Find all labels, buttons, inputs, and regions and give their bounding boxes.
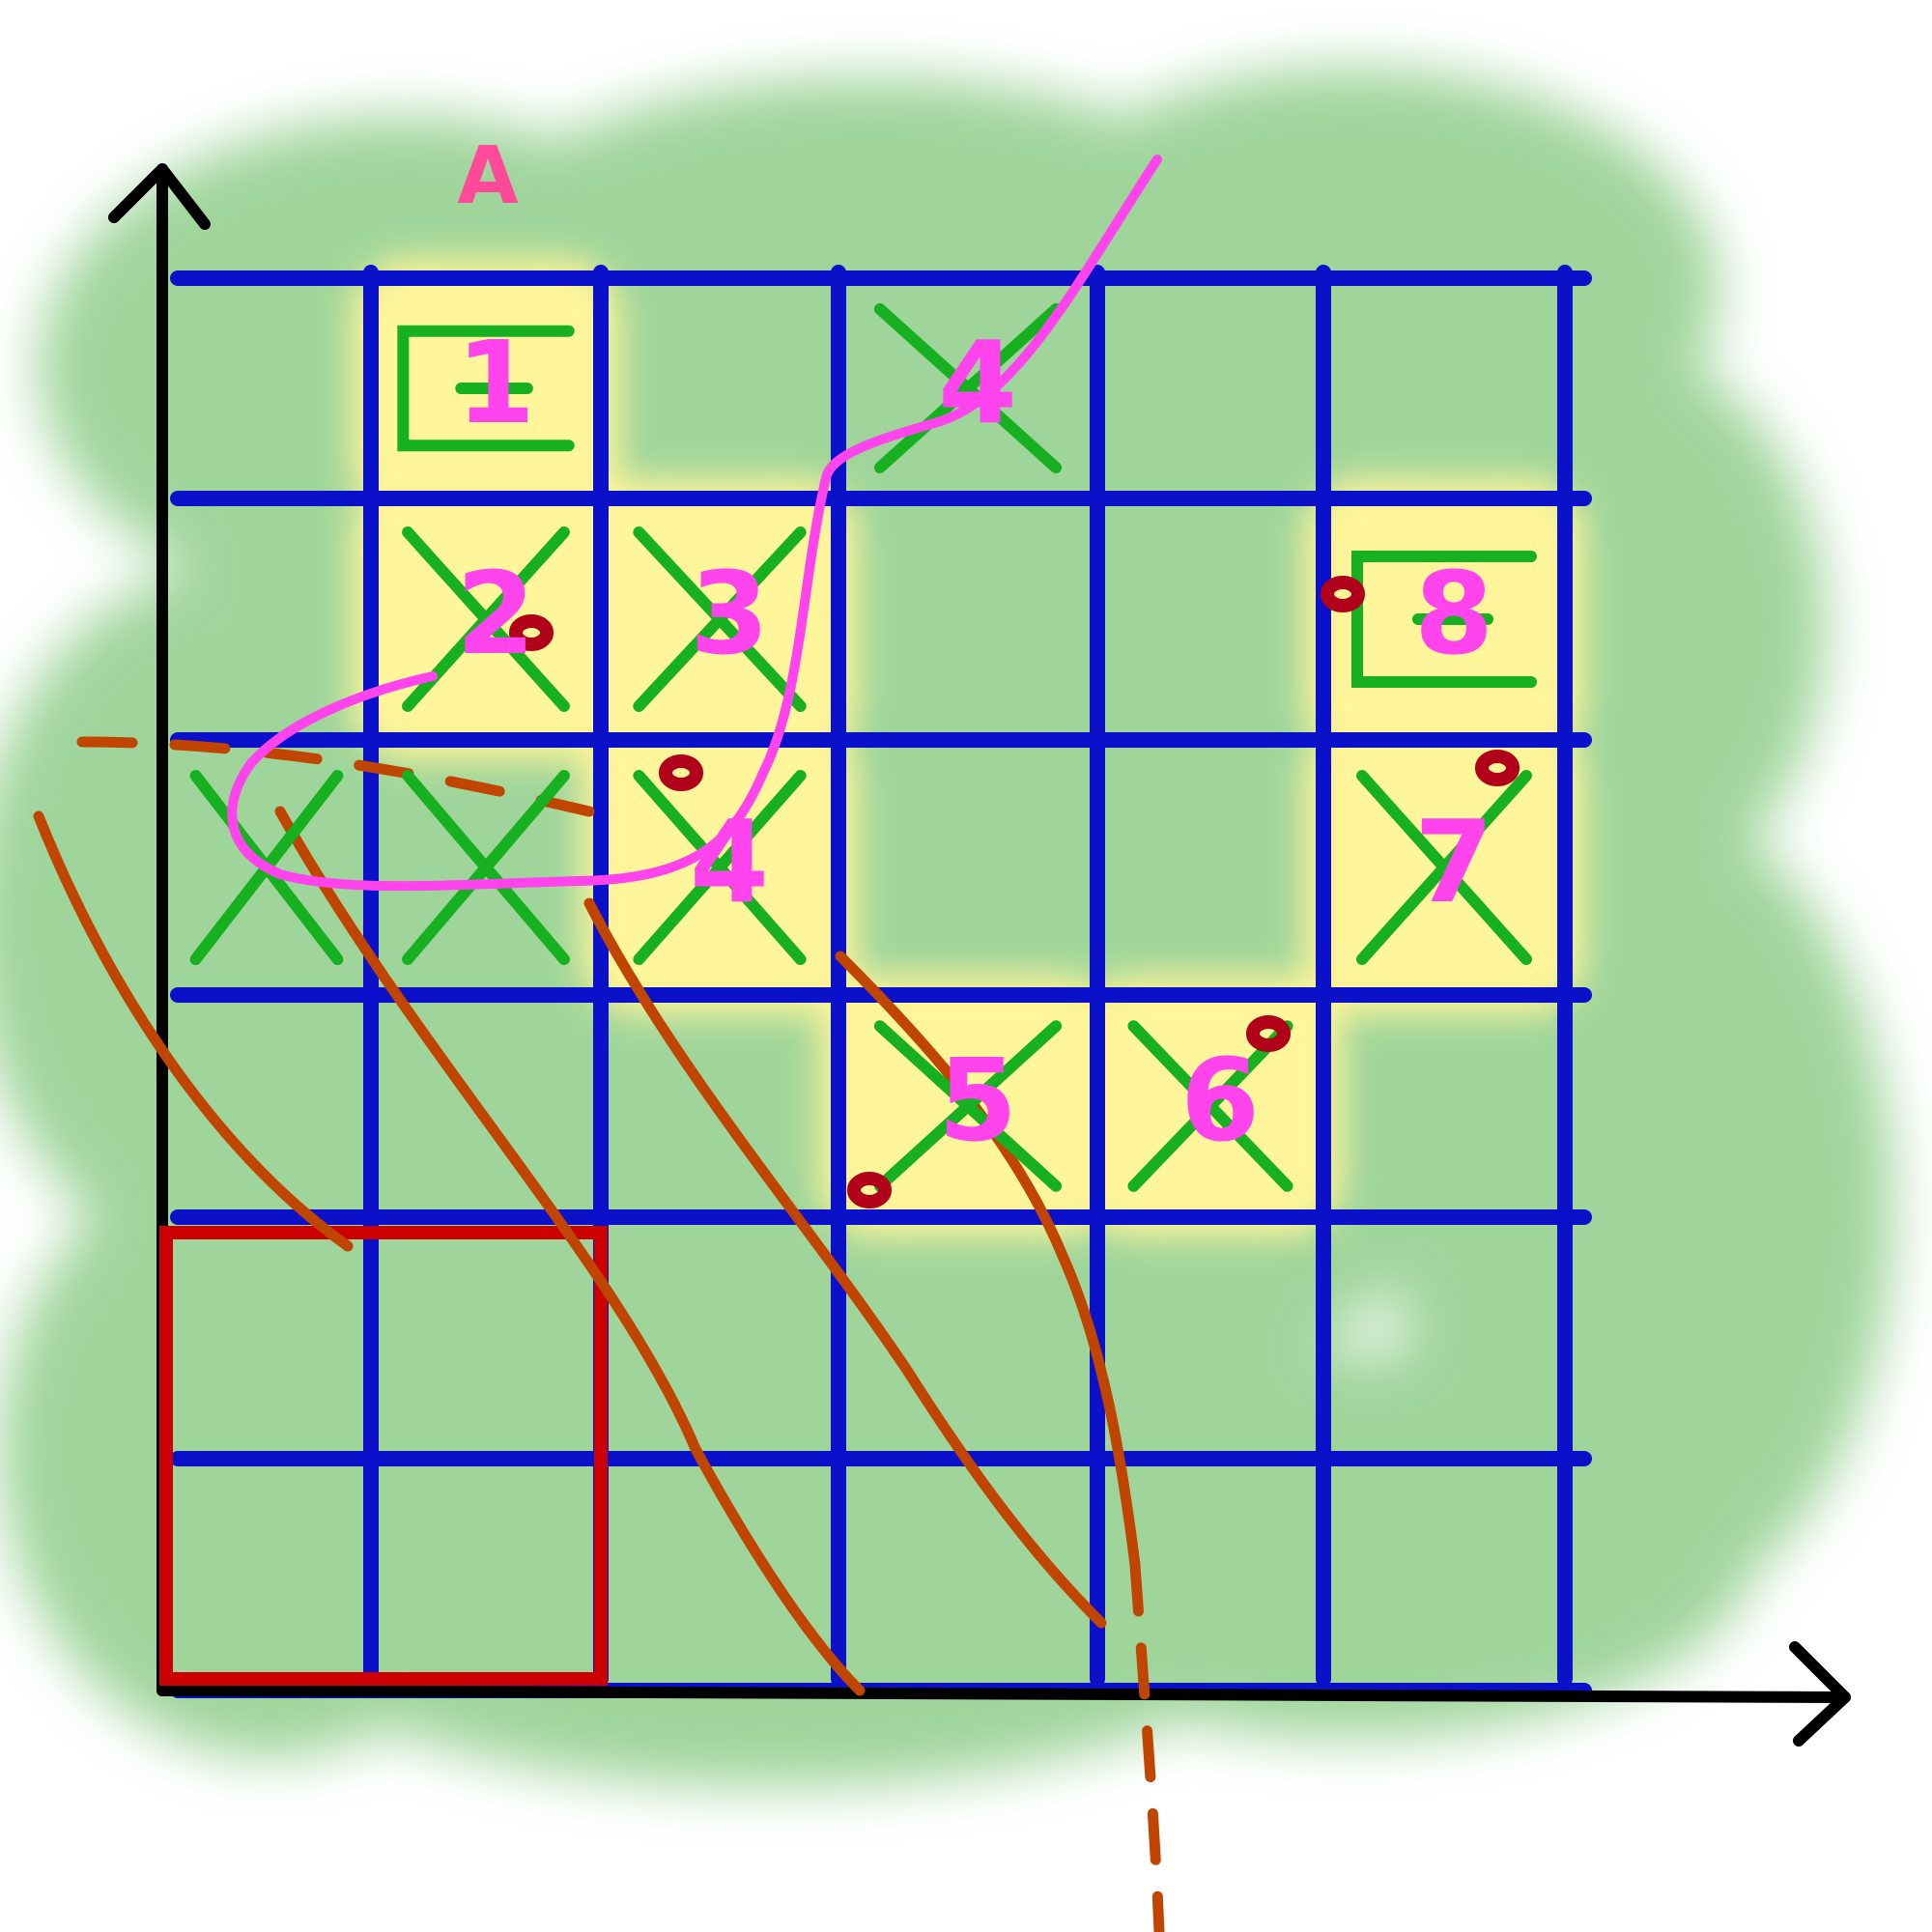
x-axis-arrow-icon	[1789, 1641, 1851, 1747]
brown-curve	[835, 951, 1141, 1571]
corner-label: A	[457, 130, 519, 222]
brown-dashed-curve	[1129, 1559, 1165, 1932]
brown-strokes	[33, 736, 1165, 1932]
cell-number-label: 3	[690, 547, 769, 680]
red-square-lower-left	[159, 1226, 608, 1686]
red-dot	[509, 614, 554, 651]
green-cross-stroke	[402, 769, 570, 966]
red-box-outline	[159, 1226, 608, 1686]
green-cross-stroke	[633, 769, 807, 966]
brown-curve	[583, 897, 1107, 1629]
red-dot	[1321, 576, 1365, 612]
red-dot	[1246, 1015, 1291, 1052]
cell-number-label: 8	[1414, 547, 1493, 680]
red-dot	[1475, 750, 1520, 786]
pink-curve-line	[227, 155, 1162, 892]
green-cross-stroke	[873, 302, 1063, 474]
green-box-mark	[397, 325, 575, 452]
brown-curve	[274, 806, 866, 1696]
cell-number-label: 1	[456, 316, 535, 449]
pink-curve	[227, 155, 1162, 892]
brown-curve	[33, 810, 354, 1252]
red-dot	[847, 1172, 892, 1208]
green-cross-stroke	[873, 1020, 1063, 1192]
red-dot	[659, 754, 703, 791]
cell-number-label: 4	[690, 795, 769, 928]
green-cross-stroke	[1127, 1020, 1293, 1192]
cell-number-label: 4	[938, 316, 1017, 449]
cell-number-label: 6	[1180, 1034, 1260, 1167]
cell-number-label: 7	[1414, 795, 1493, 928]
y-axis-arrow-icon	[108, 163, 211, 230]
x-axis-line	[156, 1685, 1851, 1703]
cell-number-label: 2	[456, 547, 535, 680]
green-cross-stroke	[1356, 769, 1532, 966]
red-dots	[509, 576, 1520, 1208]
green-cross-stroke	[633, 526, 807, 712]
cell-number-label: 5	[938, 1034, 1017, 1167]
green-box-mark	[1351, 551, 1537, 688]
cell-number-labels: 1 2 3 4 4 5 6 7 8	[456, 316, 1493, 1167]
